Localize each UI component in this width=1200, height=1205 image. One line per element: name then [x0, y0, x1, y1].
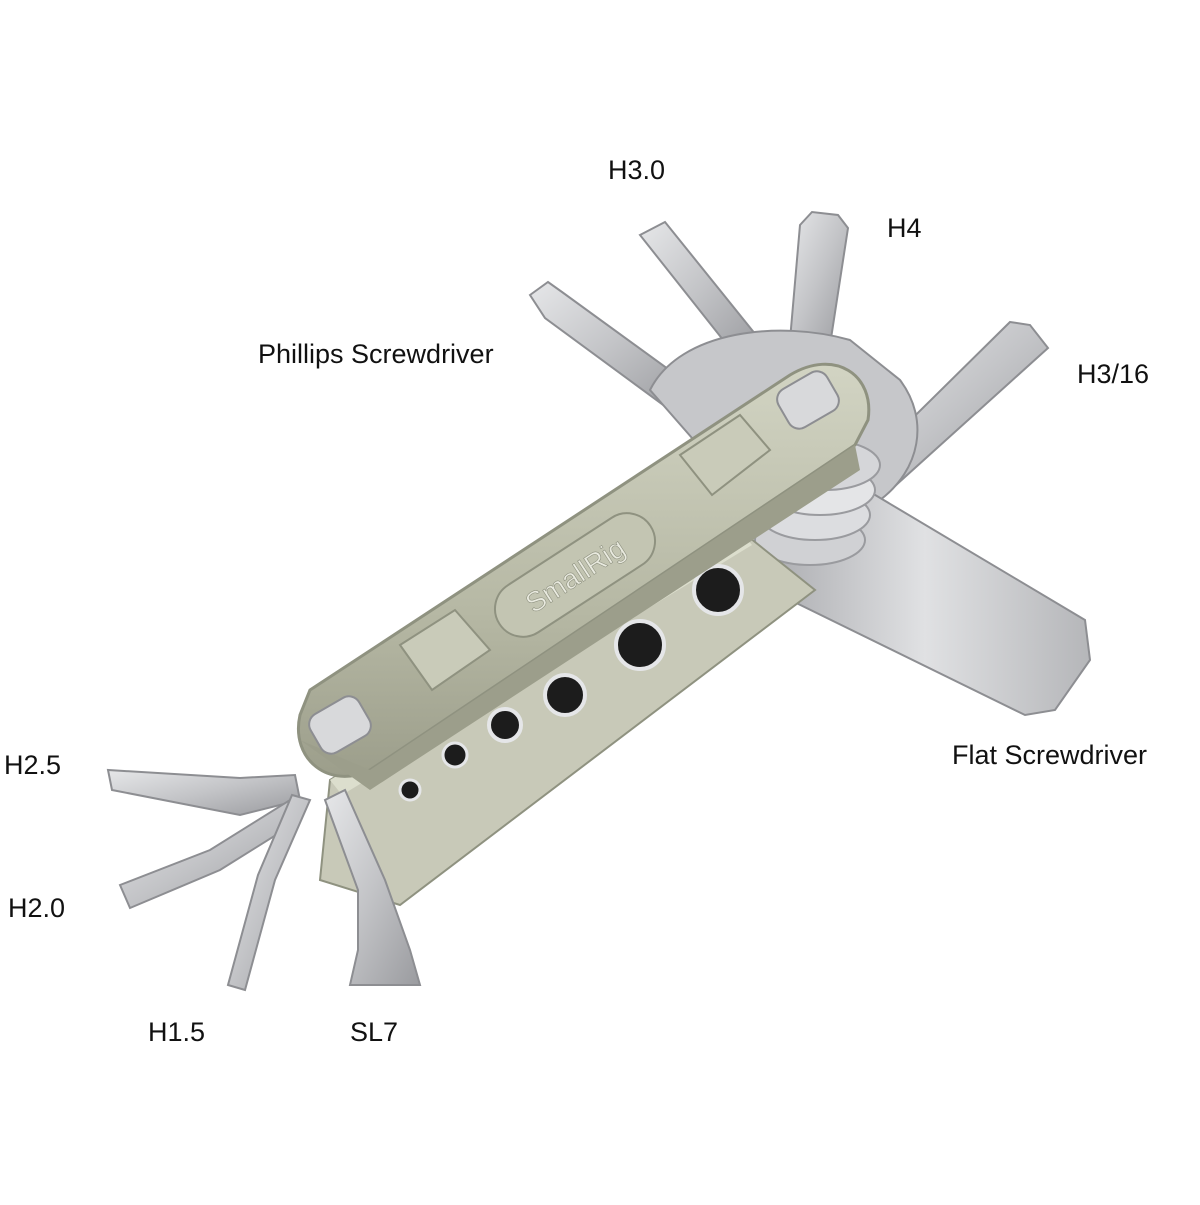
- hole: [398, 778, 422, 802]
- hole: [441, 741, 469, 769]
- bottom-bits: [106, 768, 422, 992]
- bit-h4: [788, 210, 850, 347]
- main-handle: SmallRig: [297, 362, 871, 790]
- label-h316: H3/16: [1077, 359, 1150, 389]
- label-flat: Flat Screwdriver: [952, 740, 1148, 770]
- bit-sl7: [323, 788, 422, 986]
- hole: [487, 707, 523, 743]
- pivot-button-bottom: [308, 695, 372, 755]
- label-h4: H4: [887, 213, 922, 243]
- hole: [614, 619, 666, 671]
- hole: [692, 564, 744, 616]
- bit-h25: [106, 768, 302, 817]
- label-sl7: SL7: [350, 1017, 399, 1047]
- label-phillips: Phillips Screwdriver: [258, 339, 494, 369]
- label-h25: H2.5: [4, 750, 62, 780]
- label-h20: H2.0: [8, 893, 66, 923]
- label-h30: H3.0: [608, 155, 666, 185]
- label-h15: H1.5: [148, 1017, 206, 1047]
- pivot-button-top: [776, 370, 840, 430]
- bit-h15: [226, 793, 312, 992]
- hole: [543, 673, 587, 717]
